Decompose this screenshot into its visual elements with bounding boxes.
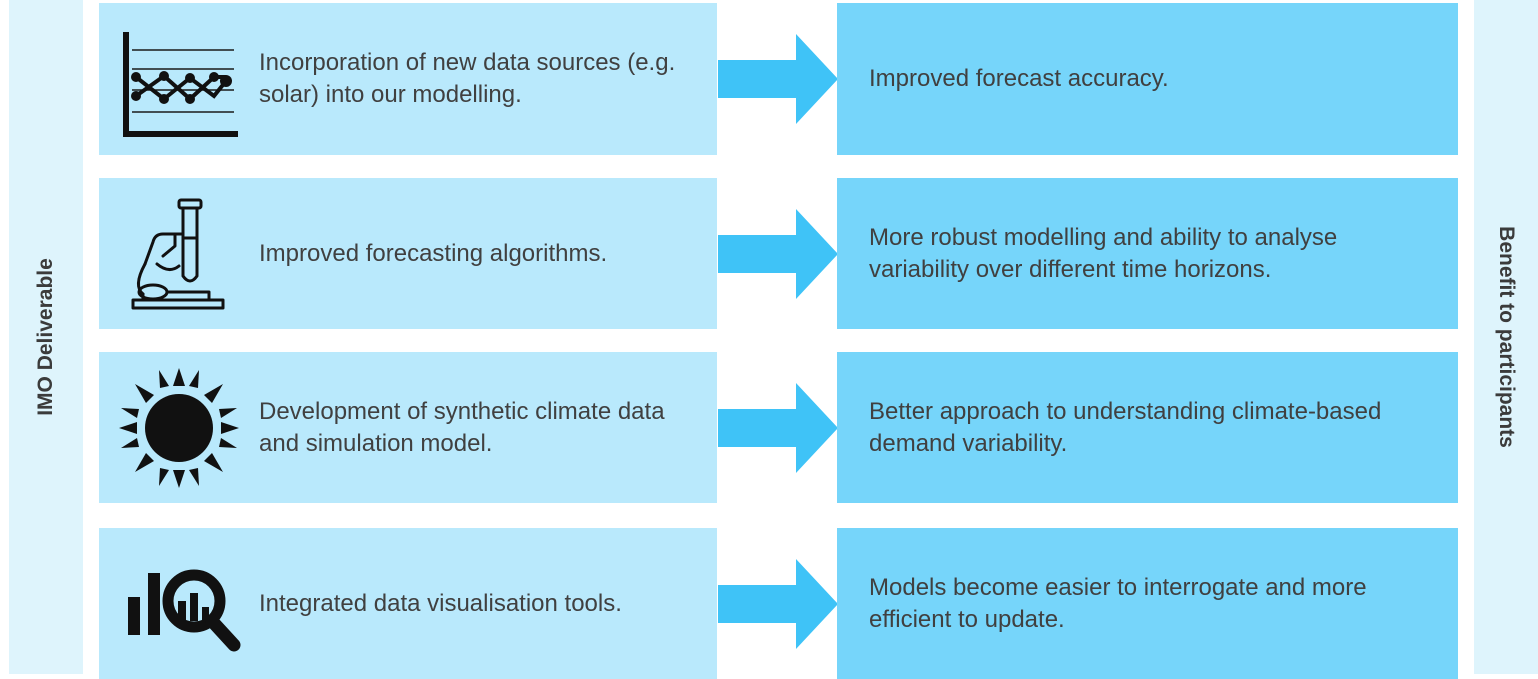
arrow-icon [718, 209, 838, 299]
deliverable-text: Incorporation of new data sources (e.g. … [259, 49, 676, 108]
deliverable-text: Improved forecasting algorithms. [259, 239, 608, 267]
benefit-text: Better approach to understanding climate… [869, 397, 1382, 457]
deliverable-box: Improved forecasting algorithms. [99, 178, 717, 329]
deliverable-box: Development of synthetic climate data an… [99, 352, 717, 503]
deliverable-box: Incorporation of new data sources (e.g. … [99, 3, 717, 155]
arrow-icon [718, 559, 838, 649]
arrow-icon [718, 34, 838, 124]
benefit-column-bar: Benefit to participants [1474, 0, 1538, 674]
benefit-box: Models become easier to interrogate and … [837, 528, 1458, 679]
microscope-icon [111, 194, 247, 314]
deliverable-column-label: IMO Deliverable [34, 258, 57, 416]
benefit-box: Improved forecast accuracy. [837, 3, 1458, 155]
benefit-box: More robust modelling and ability to ana… [837, 178, 1458, 329]
benefit-text: Models become easier to interrogate and … [869, 573, 1367, 633]
line-chart-icon [111, 19, 247, 139]
data-visualisation-icon [111, 544, 247, 664]
sun-icon [111, 367, 247, 488]
benefit-text: Improved forecast accuracy. [869, 65, 1169, 92]
benefit-box: Better approach to understanding climate… [837, 352, 1458, 503]
deliverable-column-bar: IMO Deliverable [9, 0, 83, 674]
benefit-column-label: Benefit to participants [1495, 226, 1518, 448]
benefit-text: More robust modelling and ability to ana… [869, 223, 1338, 283]
deliverable-text: Integrated data visualisation tools. [259, 589, 622, 617]
deliverable-box: Integrated data visualisation tools. [99, 528, 717, 679]
arrow-icon [718, 383, 838, 473]
deliverable-text: Development of synthetic climate data an… [259, 397, 665, 457]
